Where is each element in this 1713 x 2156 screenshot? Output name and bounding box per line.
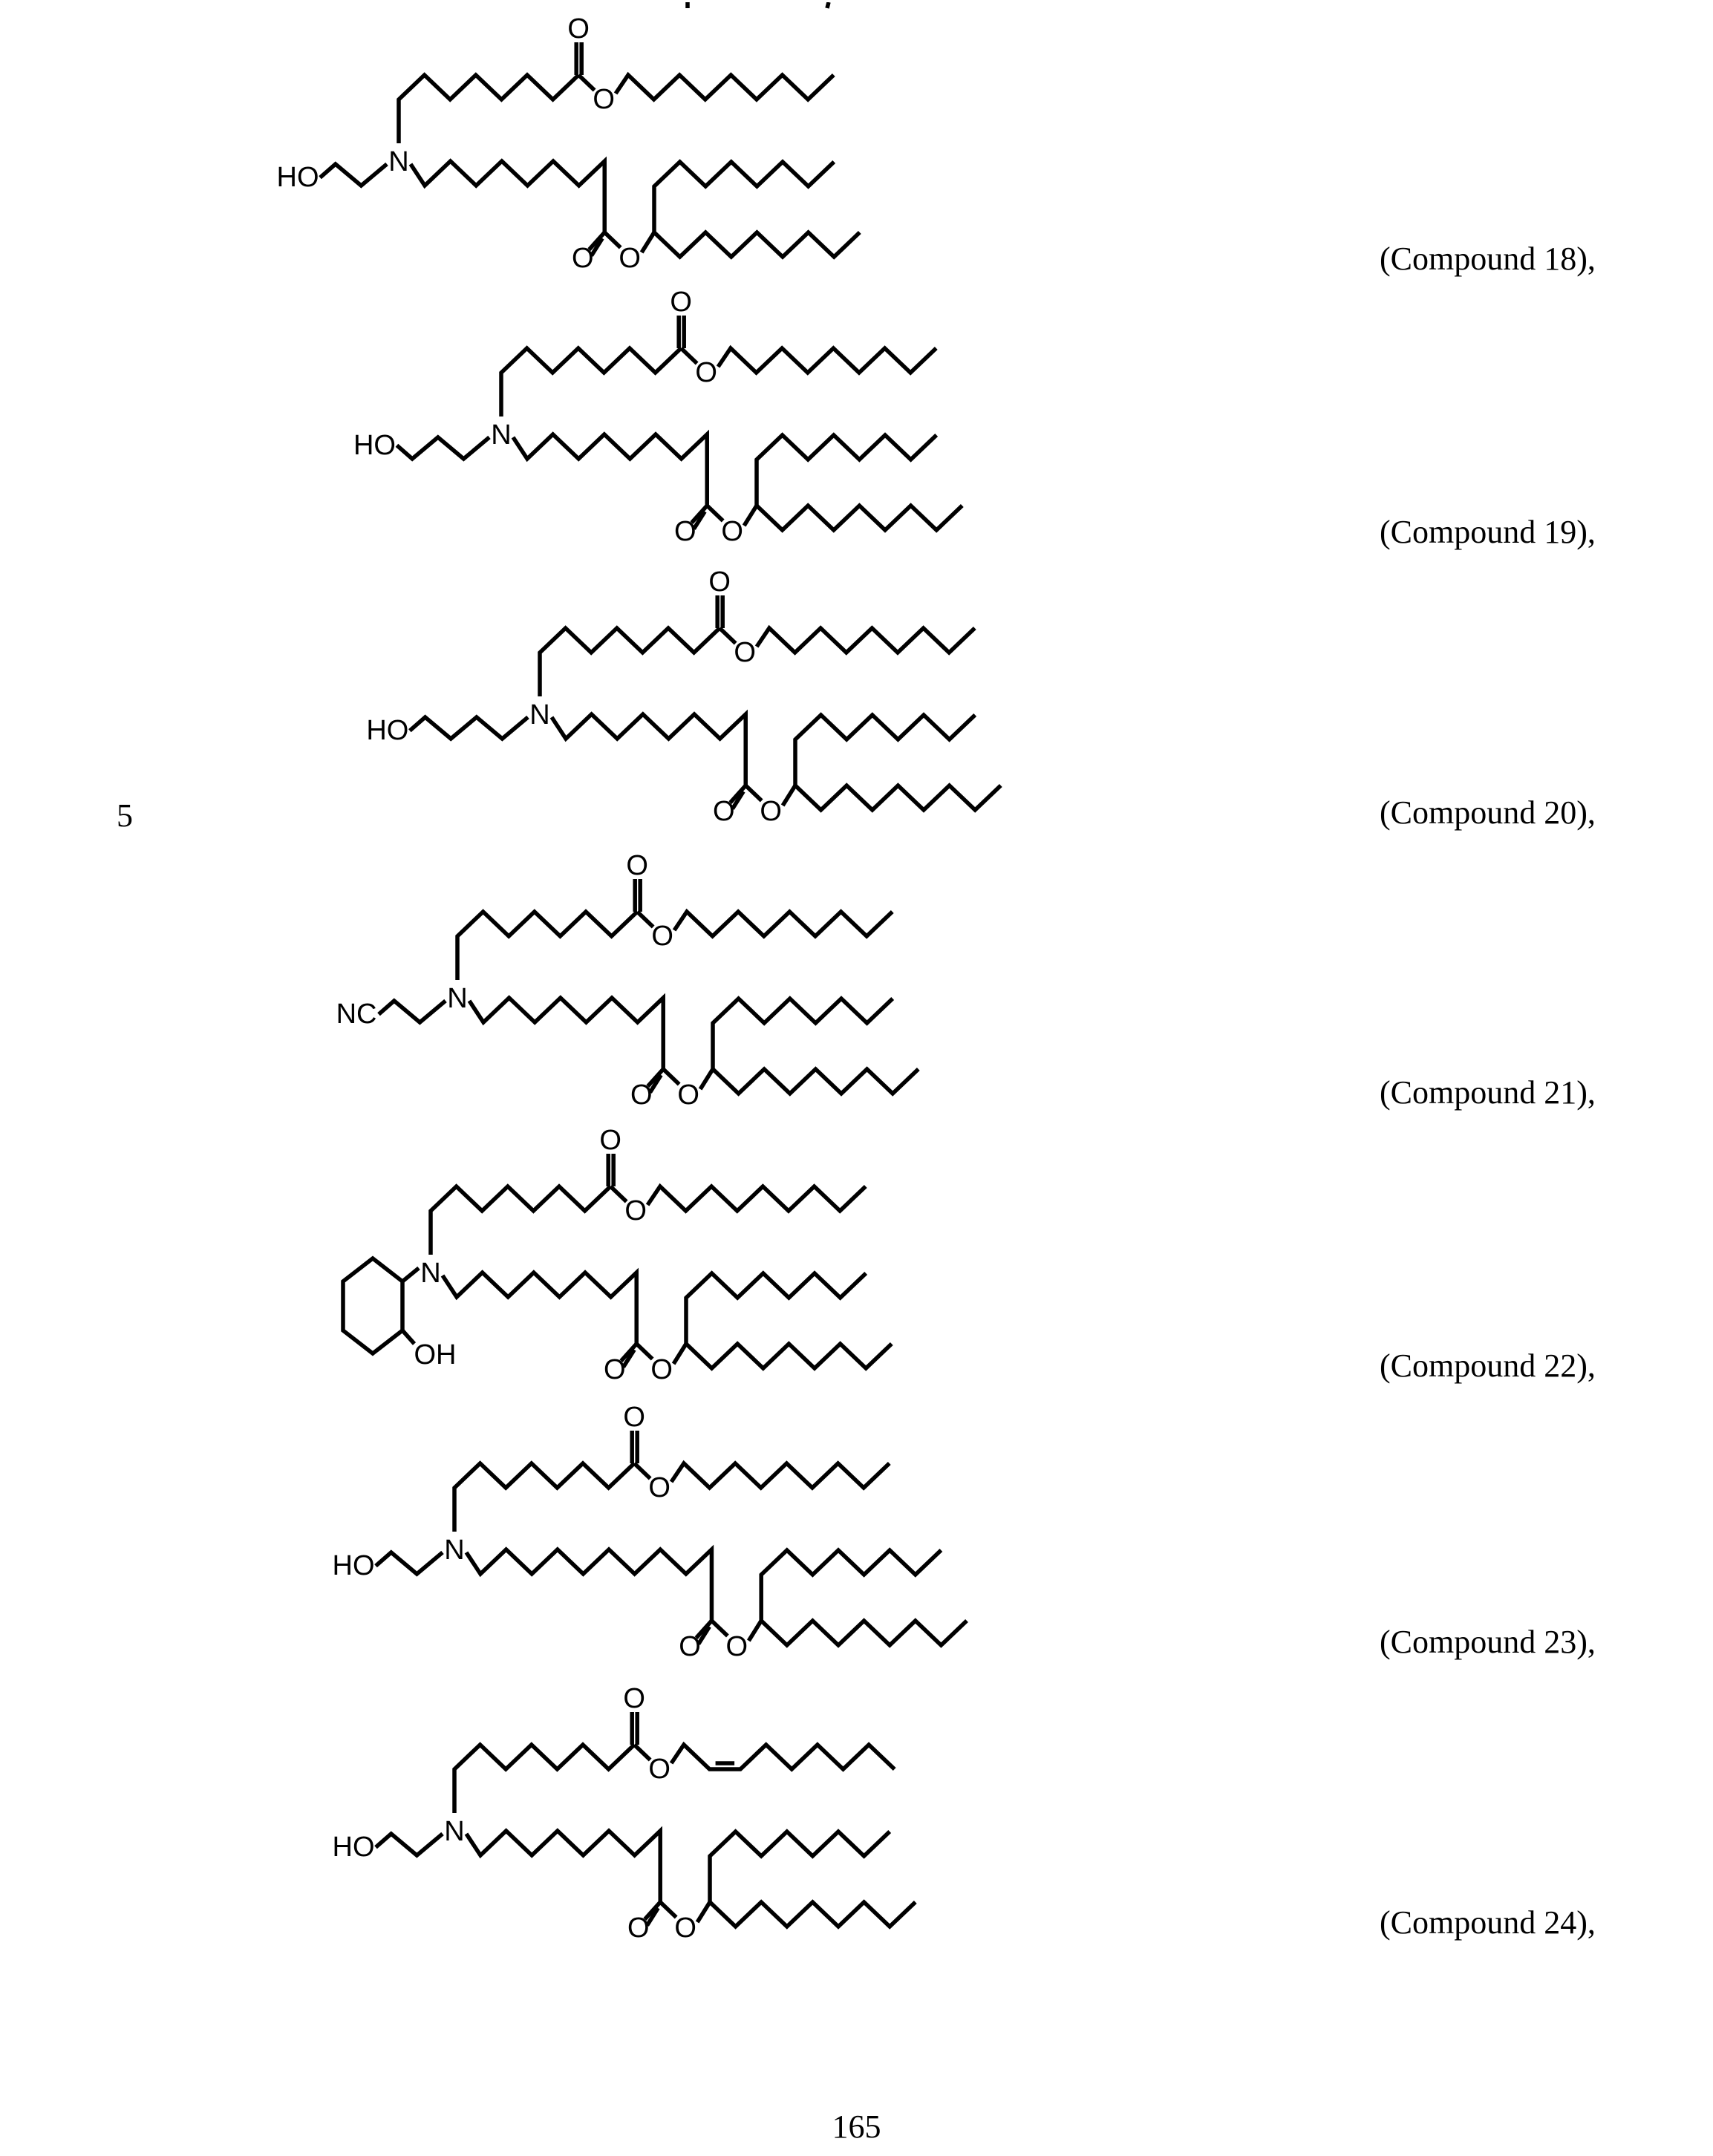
carbonyl-oxygen-lower: O [604,1354,626,1385]
hydroxyl-group: HO [333,1550,375,1581]
ester-oxygen: O [624,1195,647,1226]
compound-label: (Compound 22), [1380,1348,1596,1384]
nitrile-group: NC [336,999,377,1030]
nitrogen-atom: N [388,146,408,177]
carbonyl-oxygen-lower: O [572,243,594,274]
ester-oxygen: O [648,1754,670,1785]
compound-label: (Compound 19), [1380,514,1596,550]
nitrogen-atom: N [444,1816,464,1847]
ester-oxygen: O [695,357,717,388]
ester-oxygen-lower: O [677,1079,699,1111]
carbonyl-oxygen: O [623,1683,645,1714]
nitrogen-atom: N [529,699,549,731]
carbonyl-oxygen: O [567,13,590,45]
carbonyl-oxygen: O [626,850,648,881]
carbonyl-oxygen-lower: O [713,796,735,827]
nitrogen-atom: N [444,1535,464,1566]
carbonyl-oxygen-lower: O [630,1079,653,1111]
nitrogen-atom: N [420,1258,440,1289]
carbonyl-oxygen: O [670,287,692,318]
compound-label: (Compound 20), [1380,794,1596,831]
ester-oxygen-lower: O [726,1631,748,1662]
compound-label: (Compound 18), [1380,241,1596,277]
ester-oxygen-lower: O [721,516,743,547]
bond-fragment-icon [685,1,831,9]
ester-oxygen: O [651,921,673,952]
ester-oxygen-lower: O [650,1354,673,1385]
compound-label: (Compound 23), [1380,1624,1596,1660]
hydroxyl-group: HO [353,430,396,461]
nitrogen-atom: N [491,419,511,451]
hydroxyl-group: HO [366,715,408,746]
carbonyl-oxygen: O [708,566,731,598]
margin-line-number: 5 [117,797,133,834]
nitrogen-atom: N [447,983,467,1014]
ester-oxygen: O [648,1472,670,1503]
carbonyl-oxygen-lower: O [679,1631,701,1662]
ester-oxygen-lower: O [619,243,641,274]
previous-structure-fragment [683,0,854,9]
compound-label: (Compound 21), [1380,1074,1596,1111]
carbonyl-oxygen: O [599,1125,621,1156]
carbonyl-oxygen-lower: O [674,516,696,547]
carbonyl-oxygen-lower: O [627,1912,650,1944]
ester-oxygen-lower: O [760,796,782,827]
carbonyl-oxygen: O [623,1402,645,1433]
ester-oxygen: O [593,84,615,115]
compound-label: (Compound 24), [1380,1904,1596,1941]
hydroxyl-group: OH [414,1339,457,1371]
hydroxyl-group: HO [333,1832,375,1863]
ester-oxygen-lower: O [674,1912,696,1944]
hydroxyl-group: HO [277,162,319,193]
page-number: 165 [832,2108,881,2145]
ester-oxygen: O [734,637,756,668]
